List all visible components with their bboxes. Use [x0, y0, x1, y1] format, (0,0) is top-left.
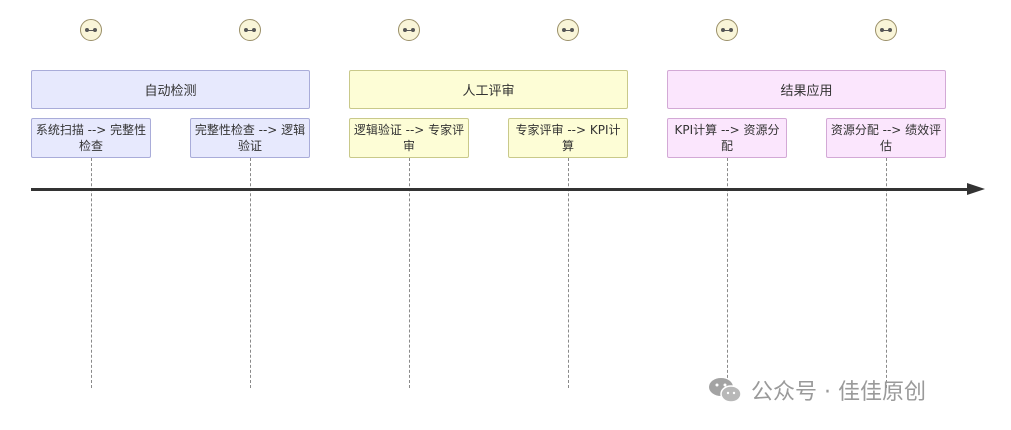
task-connector-line-4	[568, 158, 569, 388]
task-box-4: 专家评审 --> KPI计算	[508, 118, 628, 158]
watermark-text: 公众号 · 佳佳原创	[751, 380, 926, 405]
section-label: 人工评审	[462, 84, 515, 99]
task-box-3: 逻辑验证 --> 专家评审	[349, 118, 469, 158]
task-connector-line-2	[250, 158, 251, 388]
task-label: 资源分配 --> 绩效评估	[830, 123, 942, 153]
wechat-icon	[709, 378, 742, 403]
timeline-axis	[31, 188, 969, 191]
section-result-application: 结果应用	[667, 70, 946, 109]
task-label: 逻辑验证 --> 专家评审	[353, 123, 465, 153]
task-connector-line-5	[727, 158, 728, 388]
timeline-node-icon-6	[875, 19, 897, 41]
task-box-5: KPI计算 --> 资源分配	[667, 118, 787, 158]
timeline-node-icon-2	[239, 19, 261, 41]
task-connector-line-3	[409, 158, 410, 388]
timeline-node-icon-5	[716, 19, 738, 41]
section-manual-review: 人工评审	[349, 70, 628, 109]
task-connector-line-6	[886, 158, 887, 388]
timeline-node-icon-3	[398, 19, 420, 41]
task-label: 系统扫描 --> 完整性检查	[35, 123, 147, 153]
timeline-arrow-icon	[967, 183, 985, 195]
task-box-6: 资源分配 --> 绩效评估	[826, 118, 946, 158]
timeline-node-icon-4	[557, 19, 579, 41]
task-box-1: 系统扫描 --> 完整性检查	[31, 118, 151, 158]
task-connector-line-1	[91, 158, 92, 388]
section-label: 自动检测	[144, 84, 197, 99]
task-label: 专家评审 --> KPI计算	[515, 123, 621, 153]
task-label: KPI计算 --> 资源分配	[674, 123, 780, 153]
section-auto-detect: 自动检测	[31, 70, 310, 109]
task-box-2: 完整性检查 --> 逻辑验证	[190, 118, 310, 158]
section-label: 结果应用	[780, 84, 833, 99]
timeline-node-icon-1	[80, 19, 102, 41]
task-label: 完整性检查 --> 逻辑验证	[194, 123, 306, 153]
watermark: 公众号 · 佳佳原创	[707, 374, 926, 406]
